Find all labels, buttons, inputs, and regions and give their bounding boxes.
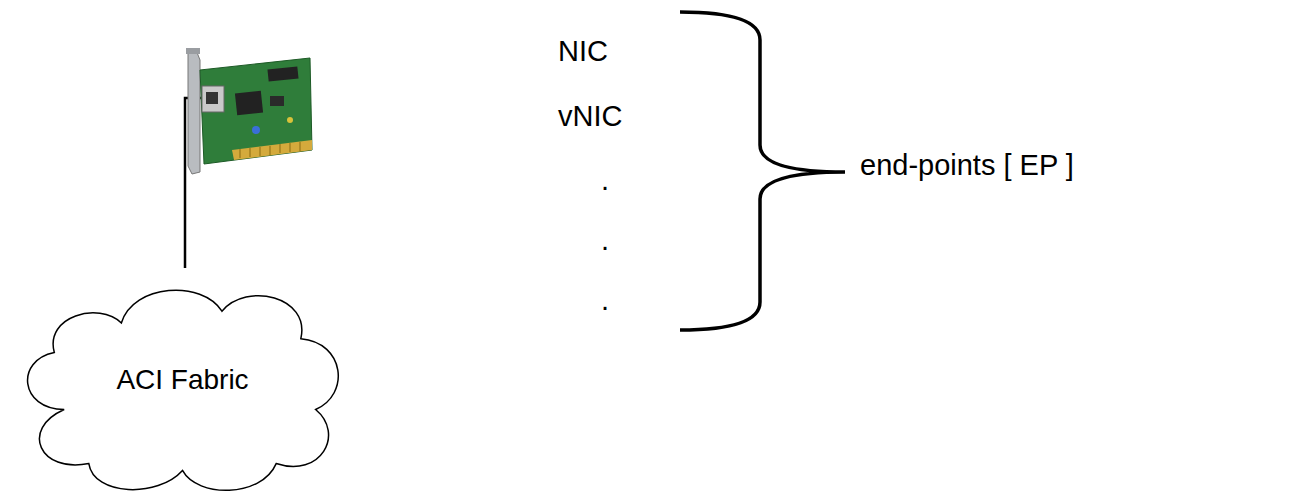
node-label: ACI Fabric xyxy=(116,364,248,396)
cloud-node: ACI Fabric xyxy=(5,262,360,498)
label-text: NIC xyxy=(558,36,608,68)
ellipsis-dot: . xyxy=(601,225,609,257)
ellipsis-dot: . xyxy=(601,165,609,197)
nic-card-illustration xyxy=(186,48,312,174)
cloud-shape xyxy=(28,290,339,490)
ellipsis-dot: . xyxy=(601,285,609,317)
curly-bracket xyxy=(680,12,845,330)
label-text: end-points [ EP ] xyxy=(860,150,1074,182)
label-text: vNIC xyxy=(558,101,622,133)
